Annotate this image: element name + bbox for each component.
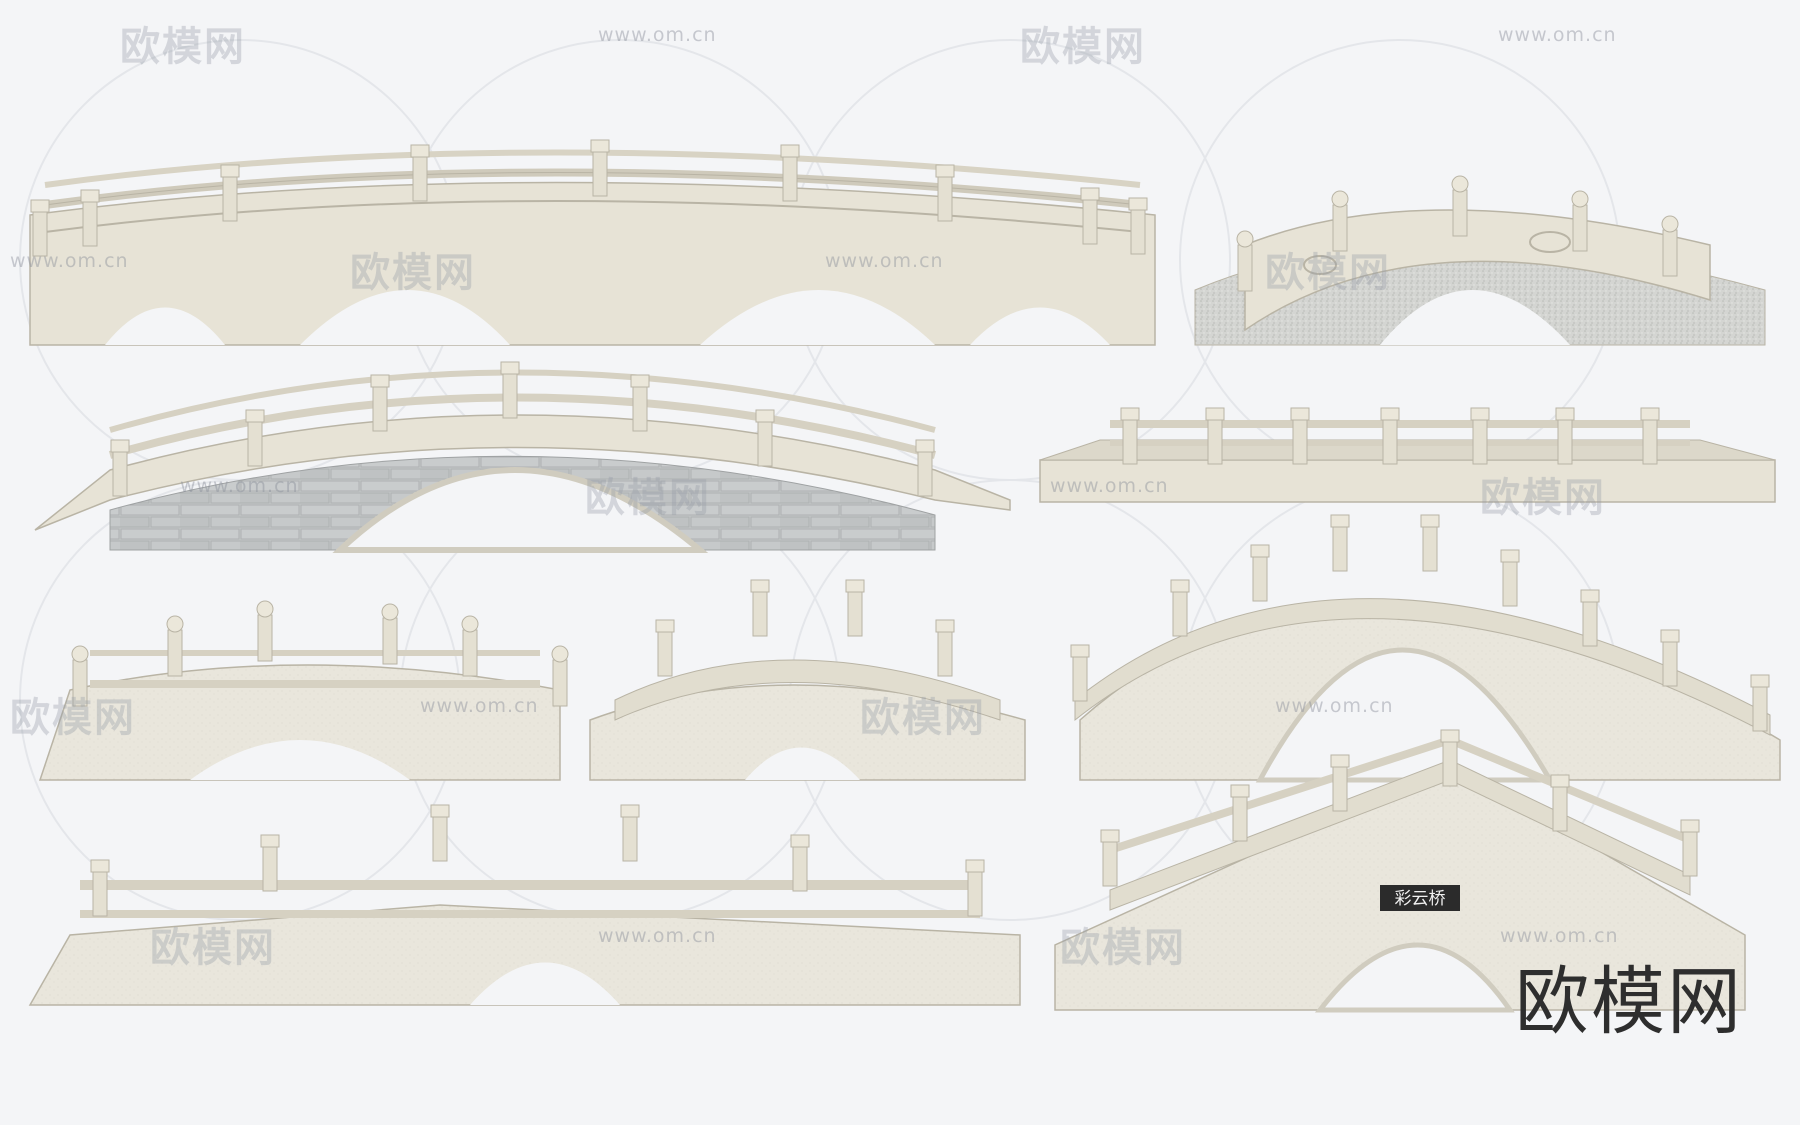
watermark-logo: 欧模网	[860, 695, 986, 741]
brand-logo: 欧模网	[1515, 959, 1743, 1045]
watermark-logo: 欧模网	[1480, 475, 1606, 521]
watermark-url: www.om.cn	[598, 24, 717, 46]
bridge-name-text: 彩云桥	[1395, 889, 1446, 909]
bridge-gentle-arch	[28, 804, 1021, 1006]
watermark-logo: 欧模网	[585, 475, 711, 521]
watermark-url: www.om.cn	[1500, 925, 1619, 947]
watermark-url: www.om.cn	[825, 250, 944, 272]
watermark-url: www.om.cn	[598, 925, 717, 947]
bridge-name-plaque	[1380, 885, 1460, 911]
watermark-logo: 欧模网	[1020, 24, 1146, 70]
bridge-brick-arch	[34, 361, 1011, 553]
watermark-url: www.om.cn	[1050, 475, 1169, 497]
watermark-logo: 欧模网	[1265, 250, 1391, 296]
watermark-logo: 欧模网	[120, 24, 246, 70]
watermark-logo: 欧模网	[150, 925, 276, 971]
bridge-pointed-arch: 彩云桥	[1054, 729, 1746, 1013]
watermark-url: www.om.cn	[1498, 24, 1617, 46]
bridge-small-arch-left	[38, 600, 569, 781]
bridge-tall-arch	[1070, 514, 1781, 783]
watermark-url: www.om.cn	[10, 250, 129, 272]
watermark-url: www.om.cn	[1275, 695, 1394, 717]
watermark-url: www.om.cn	[420, 695, 539, 717]
bridge-granite-hump	[1194, 175, 1766, 346]
bridge-three-arch	[29, 139, 1156, 346]
watermark-url: www.om.cn	[180, 475, 299, 497]
watermark-logo: 欧模网	[1060, 925, 1186, 971]
watermark-logo: 欧模网	[10, 695, 136, 741]
bridge-flat-long	[1039, 407, 1776, 503]
watermark-logo: 欧模网	[350, 250, 476, 296]
bridge-small-ornate	[589, 579, 1026, 781]
